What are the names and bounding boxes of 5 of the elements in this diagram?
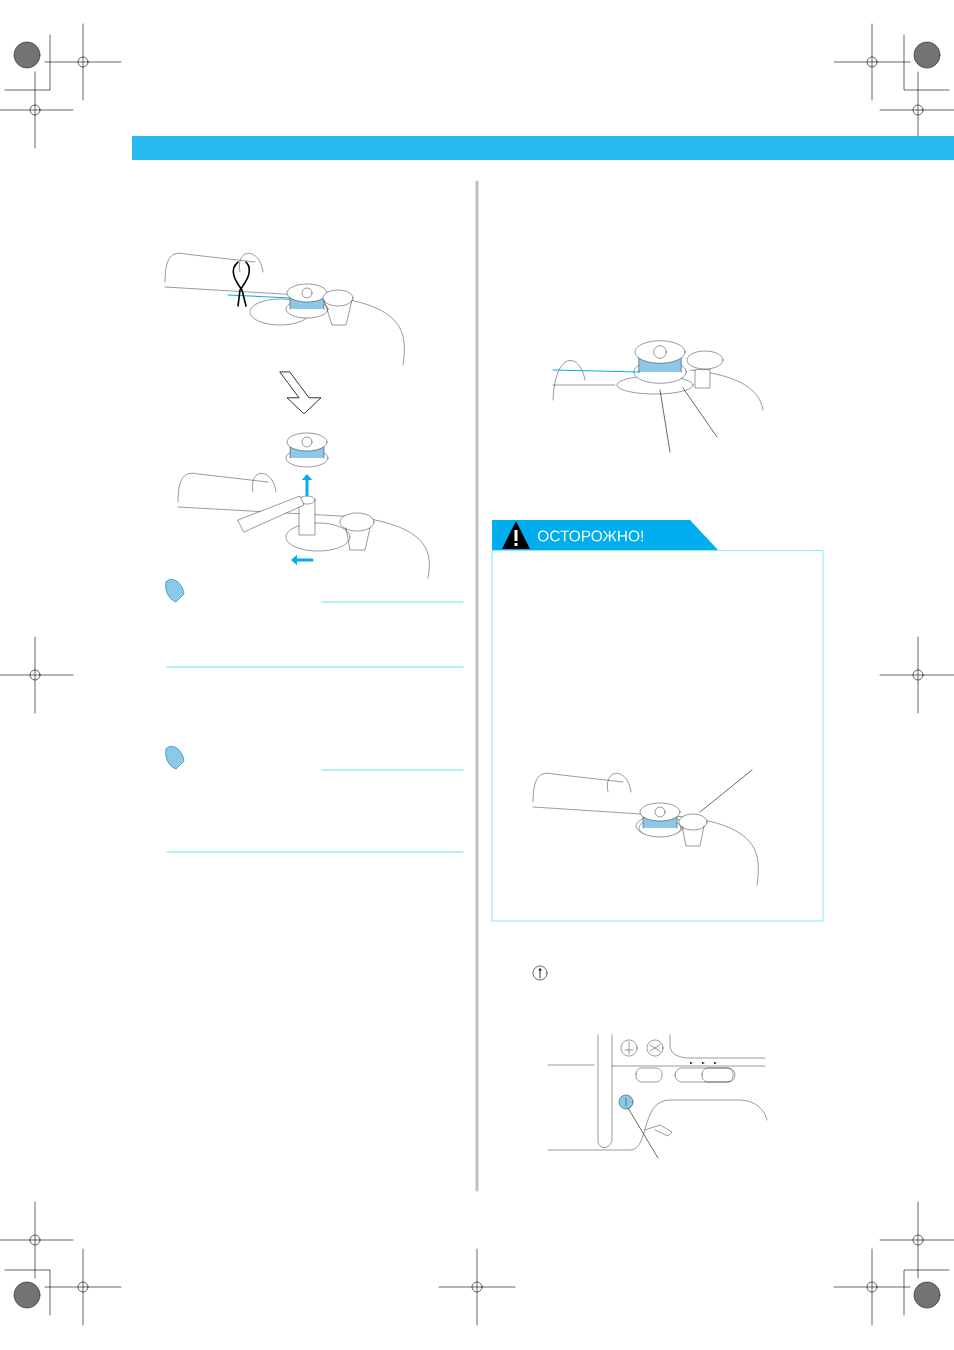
bobbin-winder-drawing [164, 253, 405, 366]
warning-box: ОСТОРОЖНО! [491, 520, 824, 922]
node-label: ОСТОРОЖНО! [537, 530, 643, 542]
bobbin-removal-drawing [177, 432, 430, 579]
hollow-arrow [279, 371, 322, 415]
